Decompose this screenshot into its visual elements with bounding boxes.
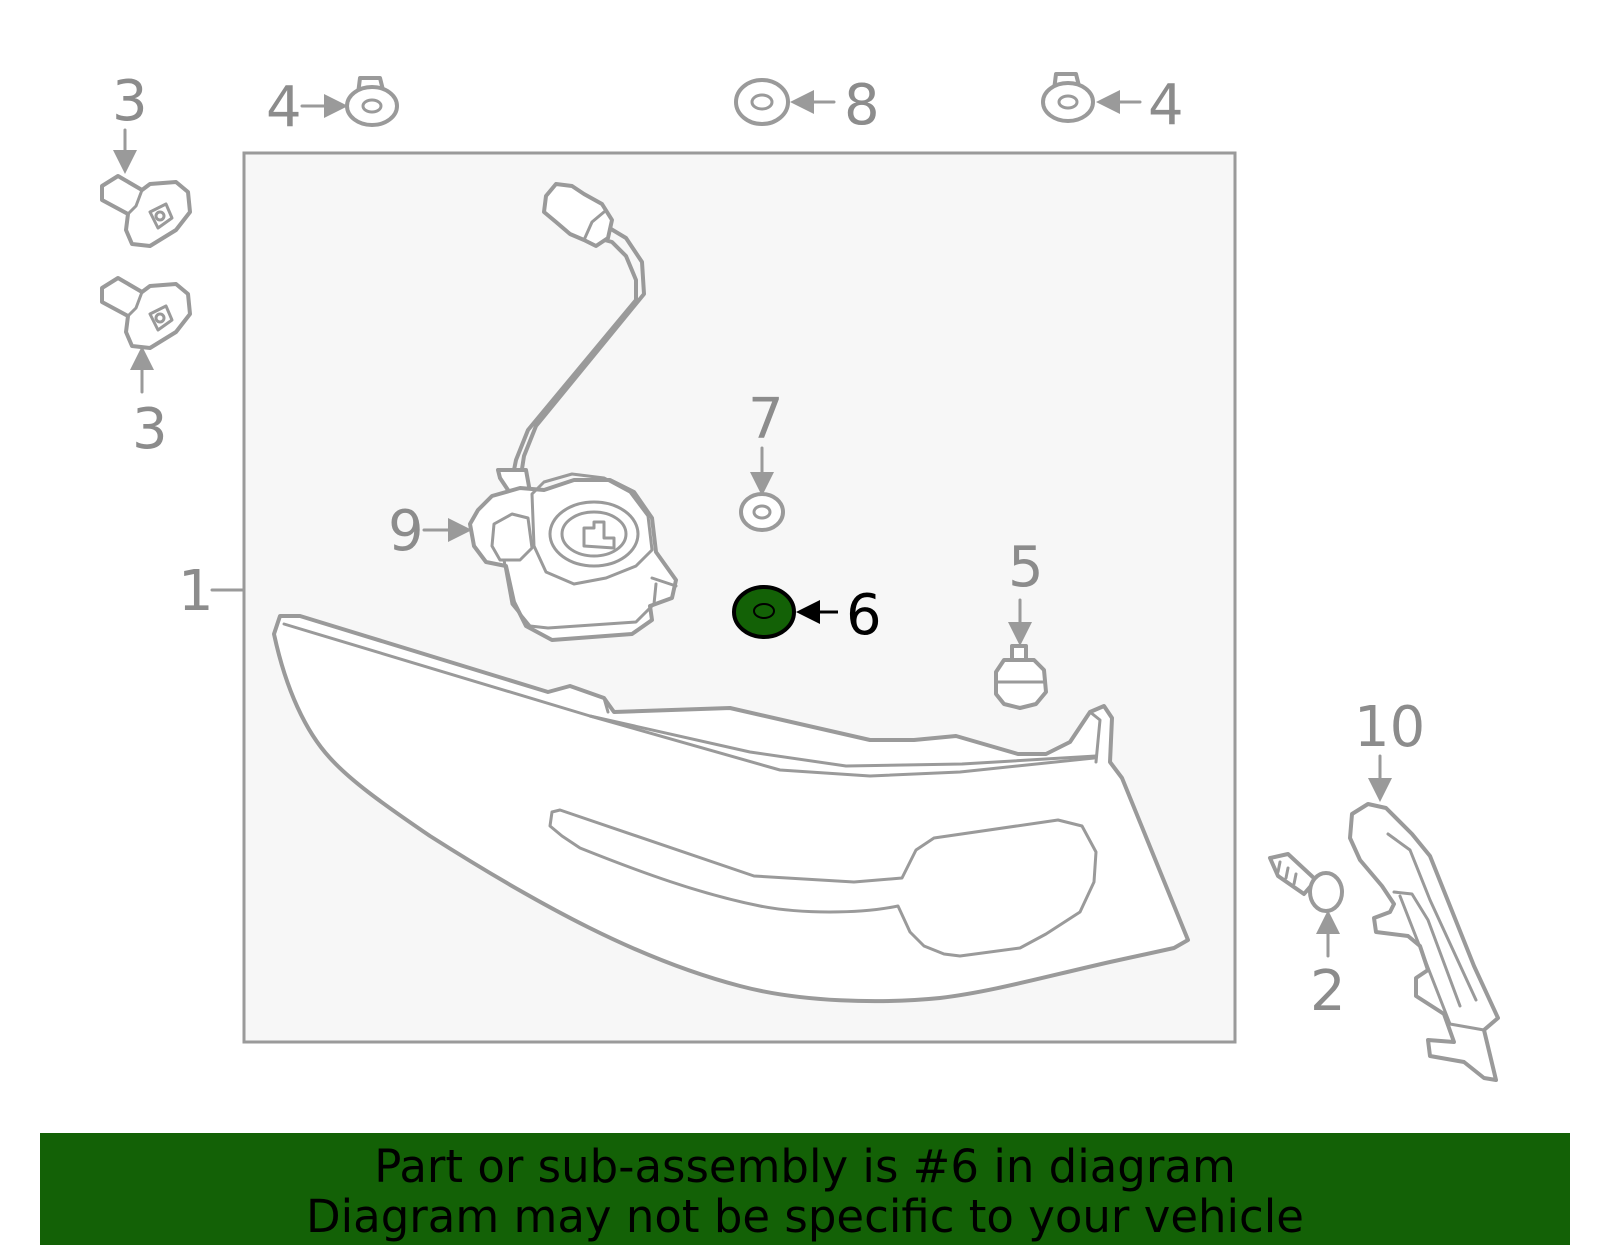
callout-9-label: 9 (388, 499, 424, 564)
part-9-socket-harness: 9 (388, 182, 678, 642)
callout-4-left-label: 4 (266, 75, 302, 140)
banner-line-2: Diagram may not be specific to your vehi… (306, 1190, 1304, 1243)
callout-1-label: 1 (178, 559, 214, 624)
part-6-seal (732, 585, 796, 639)
callout-6-label: 6 (846, 583, 882, 648)
part-5-push-pin: 5 (994, 535, 1048, 710)
callout-5-label: 5 (1008, 535, 1044, 600)
callout-2-label: 2 (1310, 959, 1346, 1024)
info-banner: Part or sub-assembly is #6 in diagram Di… (40, 1133, 1570, 1245)
callout-10-label: 10 (1354, 695, 1425, 760)
callout-3-top-label: 3 (112, 69, 148, 134)
part-8-washer: 8 (734, 73, 880, 138)
banner-line-1: Part or sub-assembly is #6 in diagram (374, 1140, 1236, 1193)
callout-1: 1 (178, 559, 246, 624)
part-4-nut-right: 4 (1041, 72, 1184, 138)
callout-3-bottom-label: 3 (132, 397, 168, 462)
callout-4-right-label: 4 (1148, 73, 1184, 138)
callout-7-label: 7 (748, 387, 784, 452)
part-3-clip-bottom: 3 (100, 276, 192, 462)
part-2-screw: 2 (1268, 852, 1346, 1024)
callout-8-label: 8 (844, 73, 880, 138)
part-10-bracket: 10 (1348, 695, 1500, 1082)
part-4-nut-left: 4 (266, 75, 399, 140)
part-3-clip-top: 3 (100, 69, 192, 248)
tail-lamp-housing (272, 614, 1190, 1004)
part-7-grommet: 7 (739, 387, 785, 532)
part-6-highlighted: 6 (732, 583, 882, 648)
